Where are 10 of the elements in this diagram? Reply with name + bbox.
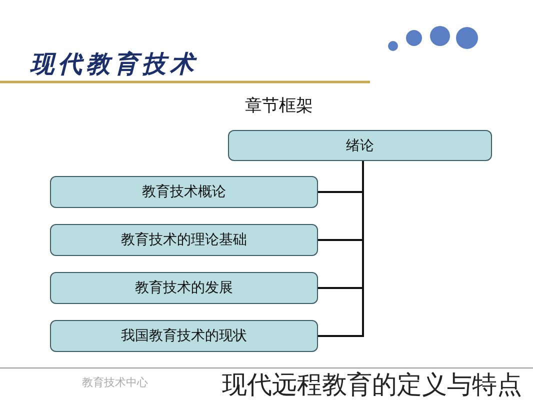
connector [318,161,364,337]
chapter-box: 我国教育技术的现状 [50,320,318,352]
section-heading: 章节框架 [245,95,313,117]
caption: 现代远程教育的定义与特点 [222,369,522,400]
chapter-box: 教育技术的发展 [50,272,318,304]
footer-text: 教育技术中心 [82,375,148,390]
chapter-box: 教育技术的理论基础 [50,224,318,256]
chapter-box: 绪论 [228,130,492,161]
chapter-box: 教育技术概论 [50,176,318,208]
slide-title: 现代教育技术 [30,49,198,80]
